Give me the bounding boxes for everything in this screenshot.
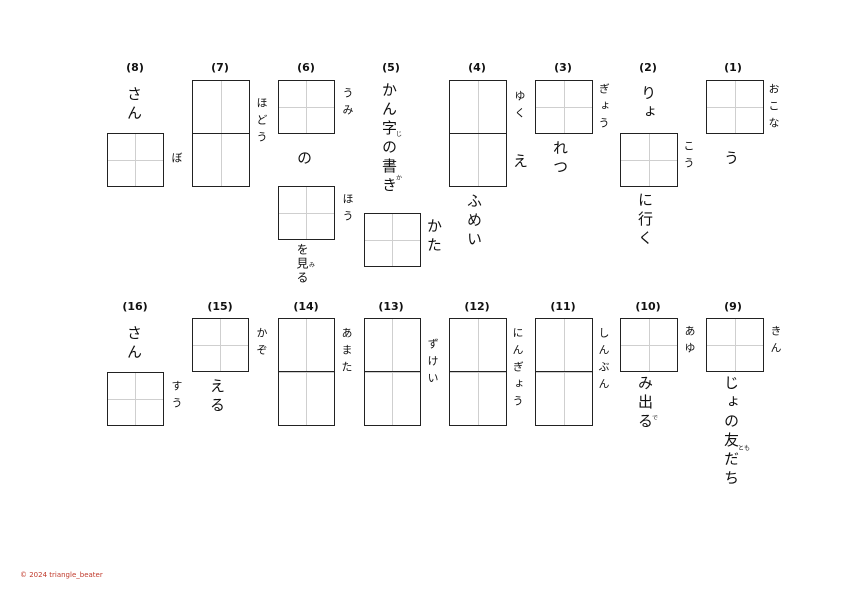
question-number-9: (9) xyxy=(724,300,742,313)
furigana-9: きん xyxy=(769,325,782,359)
furigana-2b: こう xyxy=(682,140,695,174)
box-divider-11 xyxy=(535,371,593,373)
text-15: える xyxy=(208,378,226,416)
copyright-text: © 2024 triangle_beater xyxy=(20,571,103,579)
answer-box-15[interactable] xyxy=(192,318,249,372)
question-number-7: (7) xyxy=(211,61,229,74)
question-number-4: (4) xyxy=(468,61,486,74)
answer-box-2[interactable] xyxy=(620,133,678,187)
furigana-12: にんぎょう xyxy=(511,327,524,412)
text-10: み出る xyxy=(636,375,654,432)
answer-box-6a[interactable] xyxy=(278,80,335,134)
text-6b: を見る xyxy=(295,243,309,285)
text-2a: りょ xyxy=(639,85,657,123)
question-number-11: (11) xyxy=(550,300,576,313)
answer-box-9[interactable] xyxy=(706,318,764,372)
text-4b: ふめい xyxy=(465,193,483,250)
question-number-16: (16) xyxy=(122,300,148,313)
ruby-6: み xyxy=(309,262,316,269)
ruby-10: で xyxy=(652,415,659,422)
furigana-3: ゆく xyxy=(513,90,526,124)
ruby-9: とも xyxy=(738,445,751,452)
answer-box-1[interactable] xyxy=(706,80,764,134)
box-divider-7 xyxy=(192,133,250,135)
question-number-15: (15) xyxy=(207,300,233,313)
question-number-5: (5) xyxy=(382,61,400,74)
text-4a: え xyxy=(511,153,529,172)
text-8: さん xyxy=(125,86,143,124)
question-number-14: (14) xyxy=(293,300,319,313)
furigana-10: あゆ xyxy=(683,325,696,359)
furigana-16: すう xyxy=(170,380,183,414)
box-divider-13 xyxy=(364,371,421,373)
answer-box-3[interactable] xyxy=(535,80,593,134)
box-divider-4 xyxy=(449,133,507,135)
text-5b: かた xyxy=(425,218,443,256)
question-number-1: (1) xyxy=(724,61,742,74)
furigana-13: ずけい xyxy=(426,338,439,389)
text-5a: かん字の書き xyxy=(380,82,398,196)
box-divider-12 xyxy=(449,371,507,373)
text-6a: の xyxy=(295,150,313,169)
furigana-2a: ぎょう xyxy=(597,83,610,134)
ruby-5a: じ xyxy=(396,131,403,138)
text-1: う xyxy=(722,150,740,169)
furigana-6a: うみ xyxy=(341,87,354,121)
furigana-11: しんぶん xyxy=(597,327,610,395)
box-divider-14 xyxy=(278,371,335,373)
furigana-6b: ほう xyxy=(341,193,354,227)
text-16: さん xyxy=(125,325,143,363)
question-number-10: (10) xyxy=(635,300,661,313)
answer-box-8[interactable] xyxy=(107,133,164,187)
question-number-2: (2) xyxy=(639,61,657,74)
answer-box-10[interactable] xyxy=(620,318,678,372)
question-number-8: (8) xyxy=(126,61,144,74)
furigana-15: かぞ xyxy=(255,327,268,361)
question-number-6: (6) xyxy=(297,61,315,74)
question-number-13: (13) xyxy=(378,300,404,313)
furigana-7: ほどう xyxy=(255,97,268,148)
question-number-3: (3) xyxy=(554,61,572,74)
answer-box-5[interactable] xyxy=(364,213,421,267)
text-9: じょの友だち xyxy=(722,375,740,489)
furigana-14: あまた xyxy=(340,327,353,378)
furigana-8: ぼ xyxy=(170,152,183,169)
text-3: れつ xyxy=(551,140,569,178)
text-2b: に行く xyxy=(636,192,654,249)
ruby-5b: か xyxy=(396,175,403,182)
answer-box-16[interactable] xyxy=(107,372,164,426)
furigana-1: おこな xyxy=(767,83,780,134)
question-number-12: (12) xyxy=(464,300,490,313)
answer-box-6b[interactable] xyxy=(278,186,335,240)
